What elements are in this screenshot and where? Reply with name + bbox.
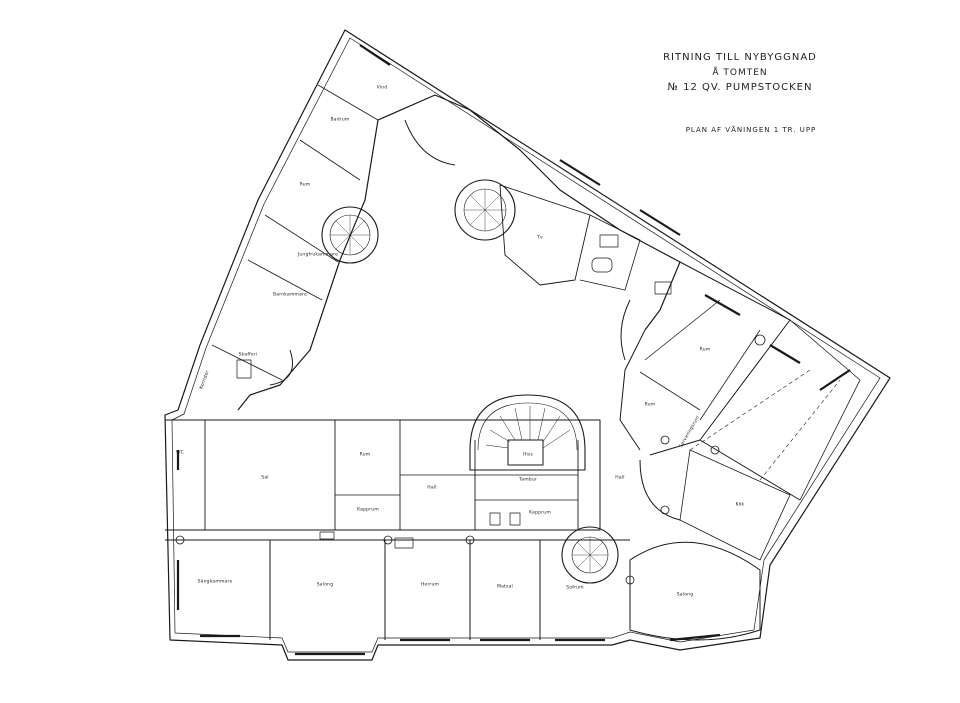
- room-label-rum-right-2: Rum: [644, 402, 656, 408]
- room-label-rum-left: Rum: [299, 182, 311, 188]
- title-block: RITNING TILL NYBYGGNAD Å TOMTEN № 12 QV.…: [640, 50, 840, 136]
- room-label-kok: Kök: [735, 502, 745, 508]
- room-label-rum-right: Rum: [699, 347, 711, 353]
- room-label-salong: Salong: [316, 582, 334, 588]
- upper-wing-rooms: [499, 184, 591, 286]
- spiral-stair-upper: [454, 179, 516, 241]
- room-label-sofrum: Sofrum: [566, 585, 584, 591]
- room-label-tv: Tv: [537, 235, 543, 241]
- room-label-matsal: Matsal: [497, 584, 513, 590]
- outer-wall: [164, 29, 891, 661]
- room-label-skafferi: Skafferi: [238, 352, 258, 358]
- outer-wall-inner: [171, 37, 881, 653]
- column-markers: [175, 334, 766, 585]
- drawing-lot: № 12 QV. PUMPSTOCKEN: [667, 82, 813, 93]
- spiral-stair-left: [321, 206, 379, 264]
- room-label-tambur: Tambur: [519, 477, 537, 483]
- room-label-rum-front: Rum: [359, 452, 371, 458]
- drawing-subtitle: Å TOMTEN: [712, 68, 768, 78]
- room-label-hiss: Hiss: [522, 452, 534, 458]
- main-staircase: [469, 394, 586, 471]
- room-label-vind: Vind: [376, 85, 388, 91]
- drawing-title: RITNING TILL NYBYGGNAD: [663, 52, 817, 63]
- room-label-jungfrukammare: Jungfrukammare: [297, 252, 339, 258]
- upper-wing-inner-wall: [434, 94, 681, 331]
- room-label-sangkammare: Sängkammare: [197, 579, 233, 585]
- room-label-wc: WC: [176, 450, 184, 456]
- room-label-barnkammare: Barnkammare: [273, 292, 307, 298]
- left-wing-partitions: [211, 84, 379, 381]
- room-label-hall: Hall: [427, 485, 437, 491]
- spiral-stair-lower: [561, 526, 619, 584]
- room-label-herrum: Herrum: [420, 582, 440, 588]
- left-wing-inner-wall: [237, 94, 436, 411]
- front-block-walls: [165, 419, 601, 531]
- drawing-floor: PLAN AF VÅNINGEN 1 TR. UPP: [685, 126, 817, 134]
- rounded-corner-room: [629, 541, 761, 641]
- right-wing-walls: [619, 261, 801, 501]
- room-label-kapprum: Kapprum: [357, 507, 379, 513]
- room-label-hall-right: Hall: [615, 475, 625, 481]
- windows: [176, 44, 851, 656]
- room-label-kapprum-2: Kapprum: [529, 510, 551, 516]
- room-label-salong-corner: Salong: [676, 592, 694, 598]
- room-label-sal: Sal: [261, 475, 269, 481]
- room-label-badrum: Badrum: [330, 117, 350, 123]
